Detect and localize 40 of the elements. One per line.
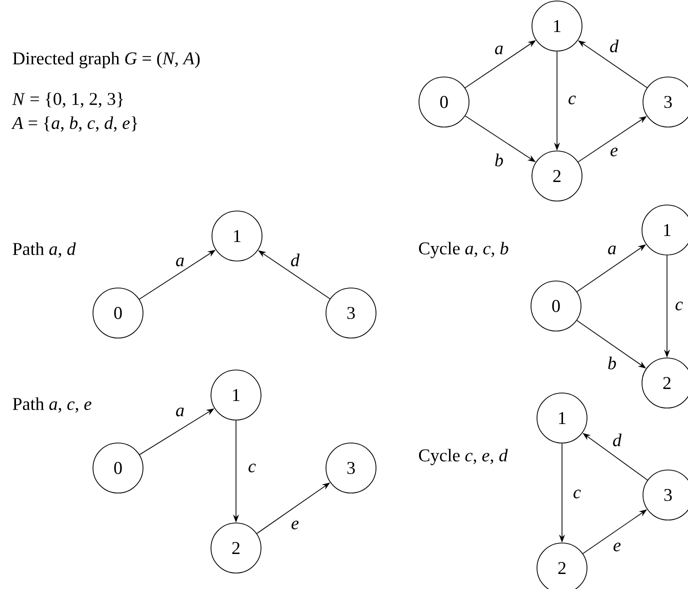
edge-label: c [568, 96, 576, 104]
edge-label: e [292, 520, 299, 530]
edge-label: b [608, 356, 616, 370]
graph-node: 2 [642, 358, 688, 408]
graph-node: 3 [326, 442, 376, 494]
edge-label: a [176, 258, 184, 266]
graph-node: 2 [210, 522, 262, 574]
graph-node: 1 [210, 370, 262, 420]
graph-node: 0 [92, 288, 144, 338]
graph-node: 0 [92, 442, 144, 494]
graph-node: 0 [530, 280, 582, 332]
graph-caption: Directed graph G = (N, A) [12, 52, 200, 68]
edge-label: c [574, 490, 581, 498]
edge-label: d [613, 434, 622, 446]
graph-caption: Cycle a, c, b [419, 242, 508, 258]
graph-node: 1 [536, 392, 588, 444]
edge-label: a [176, 408, 184, 416]
edge-label: c [676, 302, 683, 310]
edge-label: b [495, 154, 503, 166]
graph-caption: Cycle c, e, d [419, 448, 508, 466]
graph-node: 3 [326, 288, 376, 338]
graph-caption: Path a, d [12, 242, 76, 258]
edge-label: e [614, 542, 621, 552]
edge-label: e [610, 148, 618, 156]
graph-node: 3 [642, 470, 688, 520]
edge-label: c [248, 464, 256, 472]
graph-caption: Path a, c, e [12, 397, 92, 413]
graph-node: 1 [642, 204, 688, 256]
edge-label: d [291, 254, 300, 266]
edge-label: a [608, 246, 616, 254]
graph-caption: A = {a, b, c, d, e} [11, 116, 138, 132]
graph-node: 3 [642, 76, 688, 128]
graph-caption: N = {0, 1, 2, 3} [12, 92, 123, 108]
graph-node: 1 [212, 210, 262, 262]
edge-label: d [610, 40, 619, 52]
graph-node: 2 [536, 542, 588, 589]
edge-label: a [495, 46, 503, 54]
graph-node: 2 [532, 150, 582, 202]
graph-node: 1 [532, 0, 582, 52]
graph-node: 0 [418, 76, 470, 128]
